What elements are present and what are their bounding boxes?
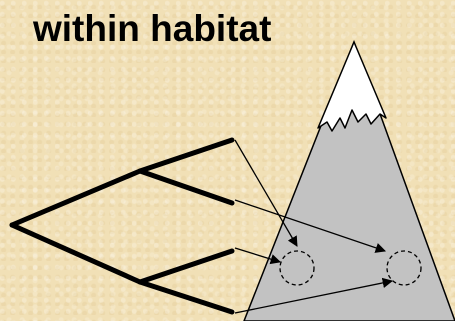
tree-leaf-3 [140,251,232,282]
phylogenetic-tree [12,140,232,312]
tree-leaf-4 [140,282,232,312]
tree-leaf-1 [140,140,232,171]
slide-title: within habitat [33,6,271,52]
arrow-1 [235,140,297,246]
tree-leaf-2 [140,171,232,203]
tree-trunk-upper [12,171,140,225]
mountain-icon [244,42,455,321]
tree-trunk-lower [12,225,140,282]
